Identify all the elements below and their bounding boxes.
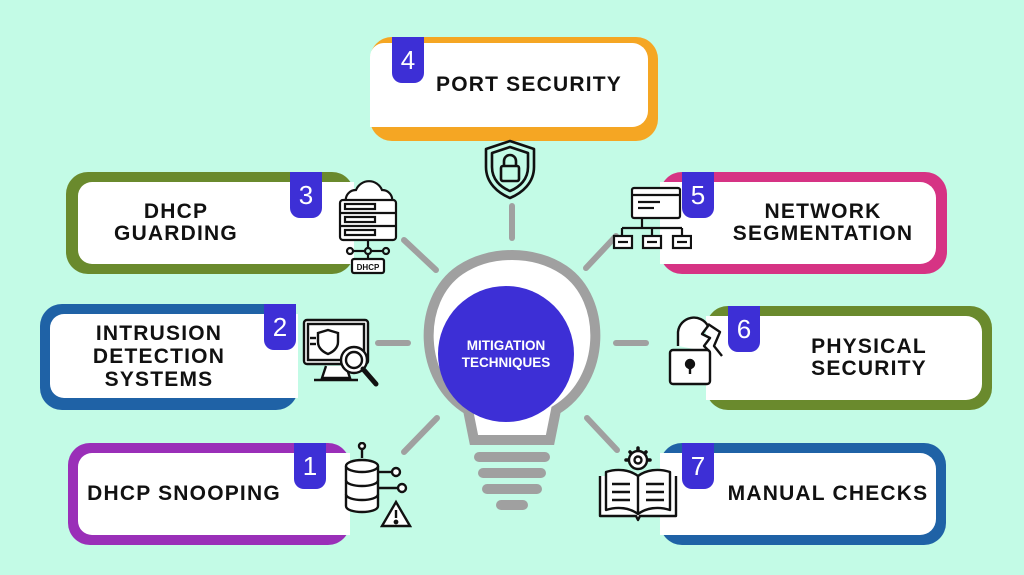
number-badge: 3 — [290, 172, 322, 218]
bulb-base — [474, 452, 550, 510]
network-hierarchy-icon — [612, 186, 692, 250]
technique-label: PORT SECURITY — [436, 73, 622, 96]
connector-upper-left — [401, 237, 439, 273]
technique-label: MANUAL CHECKS — [727, 482, 929, 505]
card-intrusion-detection: INTRUSION DETECTION SYSTEMS 2 — [40, 304, 298, 410]
technique-label: DHCP GUARDING — [114, 200, 238, 245]
number-badge: 7 — [682, 443, 714, 489]
cloud-server-dhcp-icon: DHCP — [338, 180, 398, 275]
card-physical-security: PHYSICAL SECURITY 6 — [706, 306, 992, 410]
connector-lower-left — [401, 415, 440, 455]
card-port-security: PORT SECURITY 4 — [370, 37, 658, 141]
center-title: MITIGATION TECHNIQUES — [438, 286, 574, 422]
card-manual-checks: MANUAL CHECKS 7 — [660, 443, 946, 545]
number-badge: 2 — [264, 304, 296, 350]
number-badge: 1 — [294, 443, 326, 489]
technique-label: INTRUSION DETECTION SYSTEMS — [92, 321, 226, 391]
technique-label: DHCP SNOOPING — [87, 482, 281, 505]
book-gear-icon — [598, 446, 678, 522]
shield-lock-icon — [484, 139, 536, 200]
connector-lower-right — [584, 415, 620, 453]
connector-upper-right — [583, 233, 619, 271]
number-badge: 5 — [682, 172, 714, 218]
dhcp-tag: DHCP — [357, 263, 380, 272]
card-network-segmentation: NETWORK SEGMENTATION 5 — [660, 172, 947, 274]
card-dhcp-guarding: DHCP GUARDING 3 — [66, 172, 354, 274]
number-badge: 6 — [728, 306, 760, 352]
number-badge: 4 — [392, 37, 424, 83]
database-warning-icon — [344, 442, 412, 528]
technique-label: PHYSICAL SECURITY — [811, 335, 927, 380]
technique-label: NETWORK SEGMENTATION — [732, 200, 914, 245]
monitor-magnifier-icon — [302, 318, 379, 387]
broken-padlock-icon — [668, 316, 723, 386]
card-dhcp-snooping: DHCP SNOOPING 1 — [68, 443, 350, 545]
